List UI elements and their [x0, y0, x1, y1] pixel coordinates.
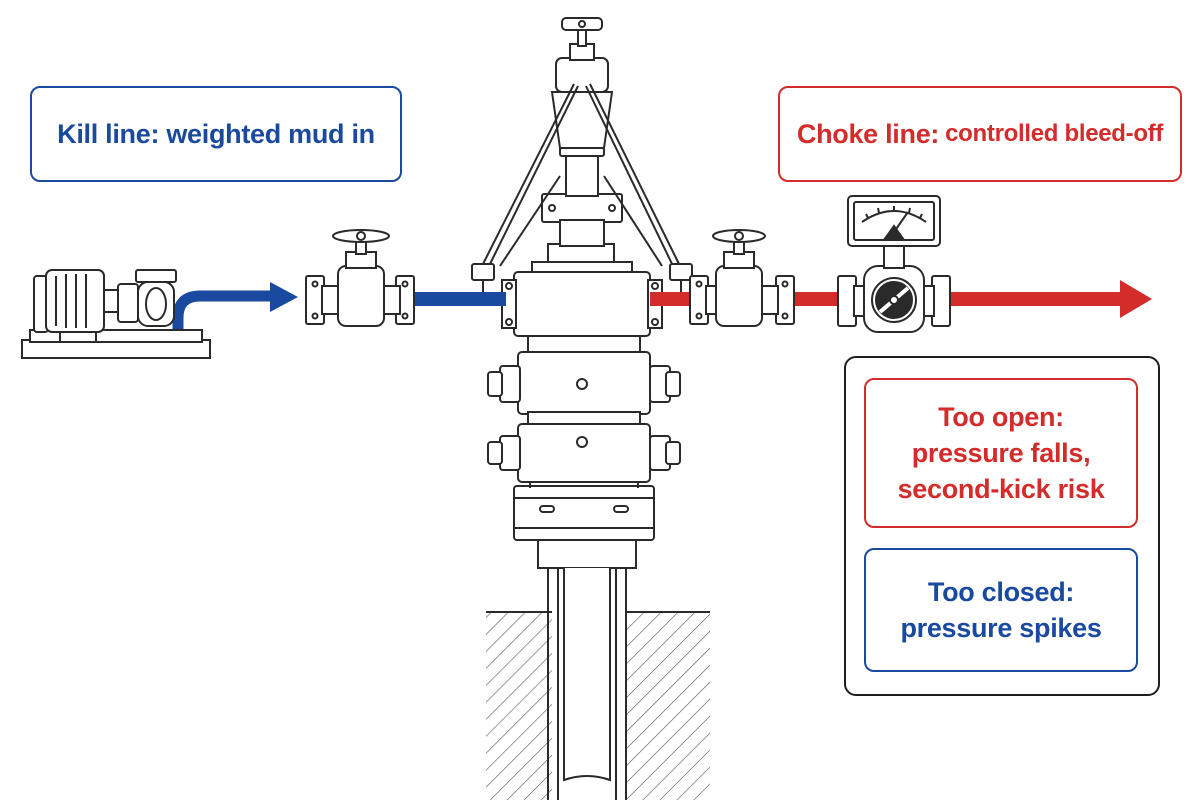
too-closed-line-2: pressure spikes [900, 613, 1102, 643]
adjustable-choke-icon [837, 243, 951, 333]
pressure-gauge-icon [847, 195, 941, 247]
kill-line-label: Kill line: weighted mud in [30, 86, 402, 182]
too-open-line-3: second-kick risk [897, 474, 1105, 504]
support-struts [471, 83, 693, 292]
choke-line-title: Choke line: [796, 118, 940, 149]
too-open-line-2: pressure falls, [911, 438, 1091, 468]
choke-line-flow [650, 280, 1152, 318]
christmas-tree-upper [541, 17, 623, 247]
well-casing [537, 537, 637, 800]
too-open-line-1: Too open: [938, 402, 1064, 432]
blowout-preventer-stack [487, 335, 681, 488]
choke-line-label: Choke line: controlled bleed-off [778, 86, 1182, 182]
mud-pump-icon [21, 269, 211, 359]
too-open-callout: Too open: pressure falls, second-kick ri… [864, 378, 1138, 528]
kill-line-text: Kill line: weighted mud in [57, 118, 375, 149]
choke-gate-valve [689, 229, 795, 327]
kill-line-flow [172, 282, 506, 340]
choke-line-detail: controlled bleed-off [945, 120, 1164, 147]
too-closed-line-1: Too closed: [927, 577, 1075, 607]
casing-head [513, 485, 655, 541]
too-closed-callout: Too closed: pressure spikes [864, 548, 1138, 672]
drilling-spool-cross [501, 243, 663, 337]
kill-gate-valve [305, 229, 415, 327]
ground-hatching [486, 611, 710, 800]
